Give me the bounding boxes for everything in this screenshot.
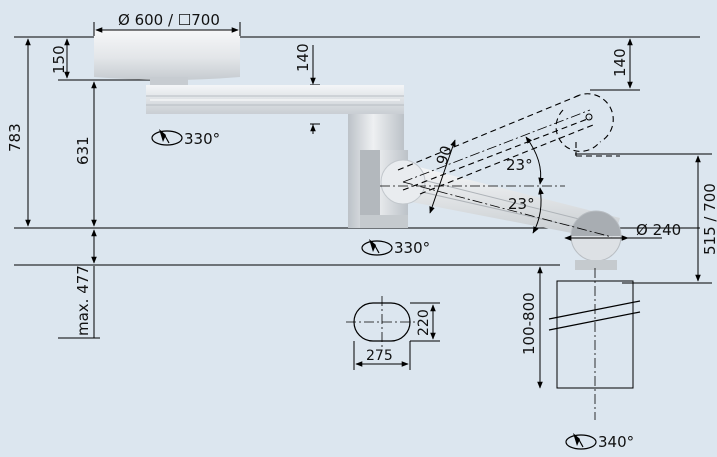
dim-max-477: max. 477 [74, 229, 97, 338]
rotation-icon [151, 129, 183, 146]
dim-angles: 23° 23° [506, 136, 544, 234]
dim-515-700: 515 / 700 [695, 155, 717, 282]
rotation-icon [565, 433, 597, 450]
dim-diameter-240: Ø 240 [564, 221, 681, 241]
angle-up-label: 23° [506, 156, 533, 174]
h783-label: 783 [6, 123, 24, 152]
w220-label: 220 [416, 309, 432, 336]
dia240-label: Ø 240 [636, 221, 681, 239]
rotation-lower: 340° [565, 433, 634, 451]
dim-140-arm: 140 [294, 43, 316, 134]
rotation-icon [361, 239, 393, 256]
ceiling-diameter-label: Ø 600 / ☐700 [118, 11, 220, 29]
h100-800-label: 100-800 [520, 292, 538, 355]
h150-label: 150 [50, 45, 68, 74]
w275-label: 275 [366, 348, 393, 364]
h631-label: 631 [74, 136, 92, 165]
h515-700-label: 515 / 700 [701, 183, 717, 255]
rotation-lower-label: 340° [598, 433, 634, 451]
rotation-middle: 330° [361, 239, 430, 257]
arm-90-label: 90 [433, 144, 456, 168]
extension-tube [548, 268, 641, 420]
rotation-upper-label: 330° [184, 130, 220, 148]
base-plate-plan: 220 275 [346, 296, 440, 370]
dim-ceiling-diameter: Ø 600 / ☐700 [93, 11, 241, 36]
max477-label: max. 477 [74, 265, 92, 336]
dim-140-raised: 140 [611, 38, 633, 89]
h140-raised-label: 140 [611, 48, 629, 77]
rotation-middle-label: 330° [394, 239, 430, 257]
h140-arm-label: 140 [294, 43, 312, 72]
arm-raised-position [397, 93, 620, 195]
lower-joint [570, 210, 622, 270]
dim-90-arm-width: 90 [429, 139, 456, 214]
dim-100-800: 100-800 [520, 266, 543, 389]
ceiling-mount [94, 30, 240, 86]
angle-down-label: 23° [508, 195, 535, 213]
dim-631: 631 [74, 81, 97, 227]
upper-arm [146, 85, 404, 114]
dim-150: 150 [50, 38, 70, 79]
dim-783: 783 [6, 38, 31, 227]
rotation-upper: 330° [151, 129, 220, 148]
